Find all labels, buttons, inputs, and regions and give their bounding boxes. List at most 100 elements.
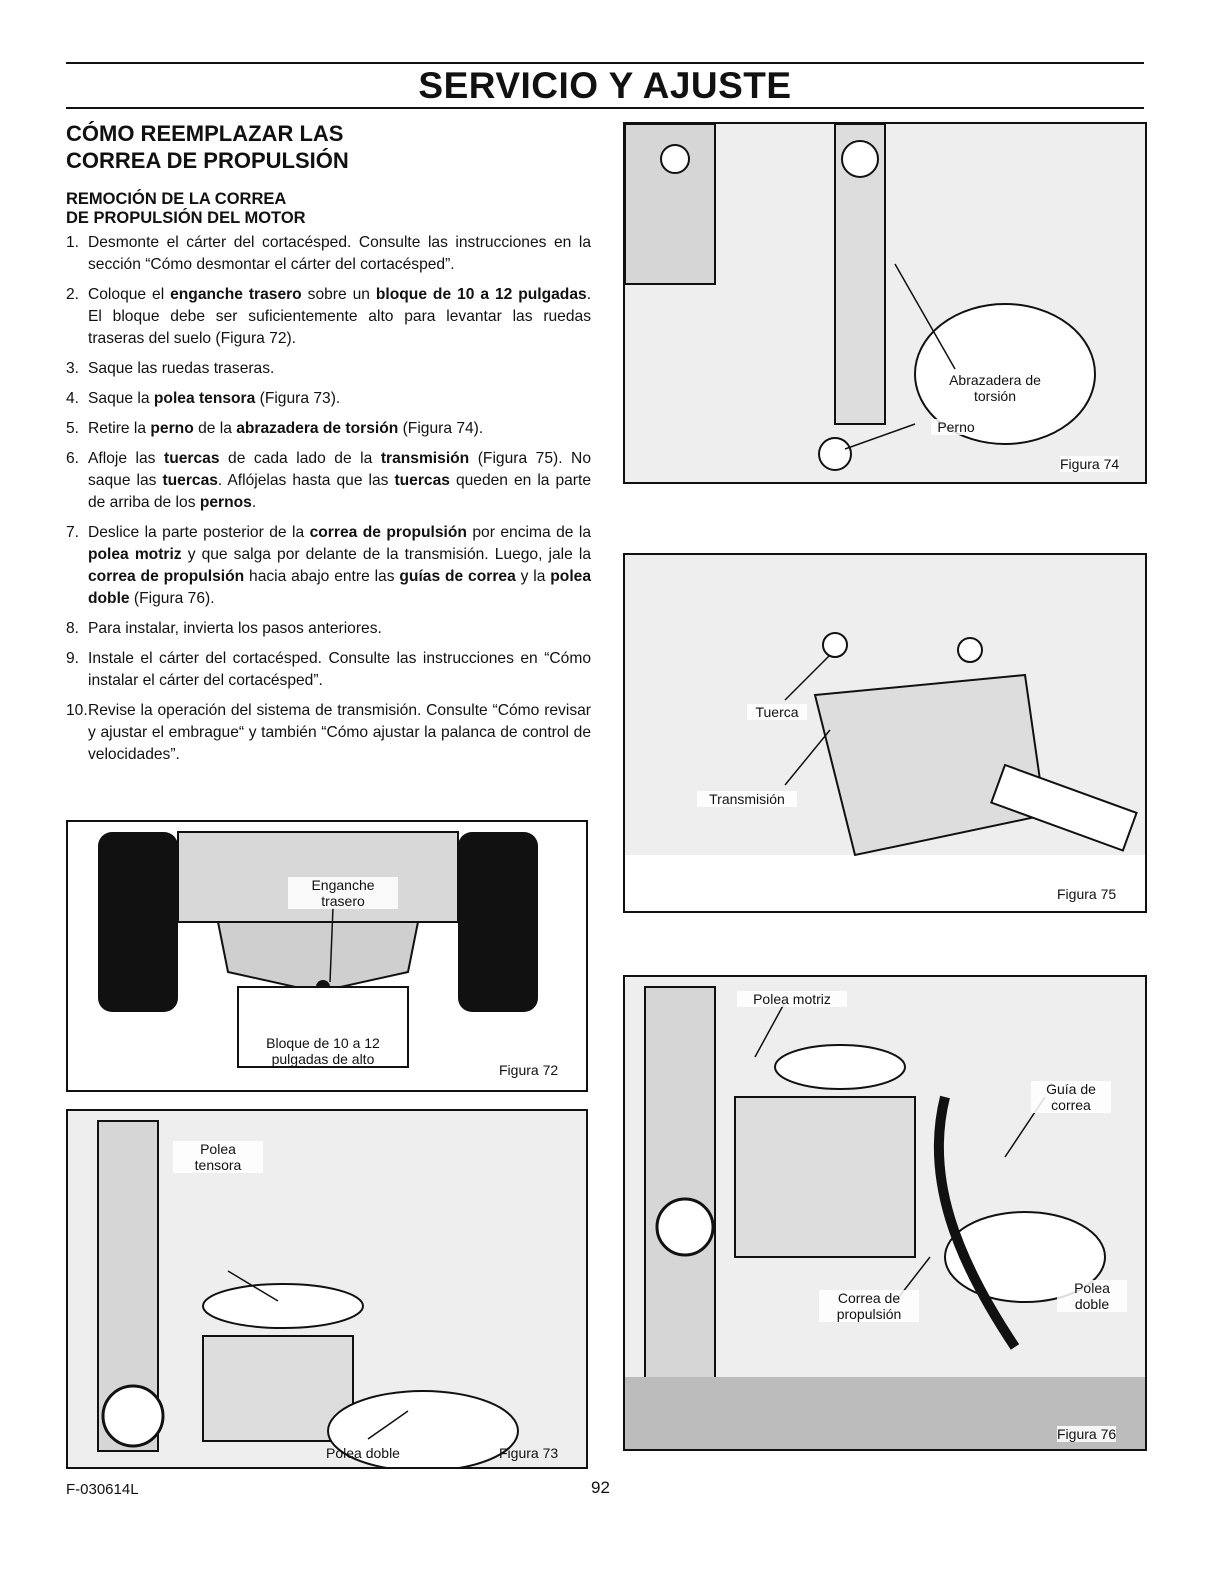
- step-text: sobre un: [301, 286, 376, 303]
- step-1: 1.Desmonte el cárter del cortacésped. Co…: [66, 232, 591, 276]
- double-leader: [367, 1410, 409, 1440]
- steps-list: 1.Desmonte el cárter del cortacésped. Co…: [66, 232, 591, 766]
- transmission-leader: [784, 729, 831, 786]
- step-emphasis: enganche trasero: [170, 286, 302, 303]
- step-number: 3.: [66, 360, 80, 377]
- top-rule: [66, 62, 1144, 64]
- bolt: [818, 437, 852, 471]
- label-block: Bloque de 10 a 12 pulgadas de alto: [266, 1035, 380, 1067]
- step-number: 9.: [66, 650, 80, 667]
- step-text: y la: [515, 568, 551, 585]
- drive-pulley: [774, 1044, 906, 1090]
- bolt-head: [655, 1197, 715, 1257]
- drive-belt: [933, 1095, 1020, 1350]
- step-emphasis: polea motriz: [88, 546, 182, 563]
- step-text: Para instalar, invierta los pasos anteri…: [88, 620, 382, 637]
- bolt-leader: [844, 423, 916, 450]
- step-number: 1.: [66, 234, 80, 251]
- step-10: 10.Revise la operación del sistema de tr…: [66, 700, 591, 766]
- label-bolt: Perno: [931, 419, 981, 435]
- step-3: 3. Saque las ruedas traseras.: [66, 358, 591, 380]
- step-text: Instale el cárter del cortacésped. Consu…: [88, 650, 591, 689]
- step-emphasis: tuercas: [162, 472, 218, 489]
- label-belt-guide: Guía de correa: [1031, 1081, 1111, 1113]
- step-number: 4.: [66, 390, 80, 407]
- hitch-plate: [216, 921, 420, 994]
- step-7: 7.Deslice la parte posterior de la corre…: [66, 522, 591, 610]
- double-pulley: [327, 1390, 519, 1467]
- page-number: 92: [591, 1478, 610, 1497]
- label-double-pulley: Polea doble: [1057, 1280, 1127, 1312]
- instructions-column: CÓMO REEMPLAZAR LAS CORREA DE PROPULSIÓN…: [66, 120, 591, 774]
- label-drive-pulley: Polea motriz: [737, 991, 847, 1007]
- step-text: por encima de la: [466, 524, 591, 541]
- step-text: (Figura 73).: [255, 390, 341, 407]
- step-emphasis: polea tensora: [153, 390, 256, 407]
- left-tire: [98, 832, 178, 1012]
- nut-left: [822, 632, 848, 658]
- step-number: 5.: [66, 420, 80, 437]
- page-title: SERVICIO Y AJUSTE: [418, 65, 792, 106]
- label-idler-pulley: Polea tensora: [173, 1141, 263, 1173]
- figure-76: Polea motriz Guía de correa Correa de pr…: [623, 975, 1147, 1451]
- step-text: Deslice la parte posterior de la: [88, 524, 310, 541]
- figure-74: Abrazadera de torsión Perno Figura 74: [623, 122, 1147, 484]
- step-number: 10.: [66, 702, 88, 719]
- figure-76-illustration: [625, 977, 1145, 1449]
- step-text: (Figura 76).: [129, 590, 215, 607]
- frame-bolt-left: [660, 144, 690, 174]
- step-text: hacia abajo entre las: [244, 568, 400, 585]
- step-text: Saque las ruedas traseras.: [88, 360, 275, 377]
- figure-73: Polea tensora Polea doble Figura 73: [66, 1109, 588, 1469]
- step-emphasis: correa de propulsión: [309, 524, 467, 541]
- step-number: 2.: [66, 286, 80, 303]
- step-text: Afloje las: [88, 450, 165, 467]
- label-torsion-clamp: Abrazadera de torsión: [935, 372, 1055, 404]
- step-emphasis: polea doble: [88, 568, 592, 607]
- bolt-head: [101, 1384, 165, 1448]
- step-emphasis: guías de correa: [399, 568, 516, 585]
- step-emphasis: perno: [150, 420, 194, 437]
- step-emphasis: correa de propulsión: [88, 568, 245, 585]
- section-subtitle: REMOCIÓN DE LA CORREA DE PROPULSIÓN DEL …: [66, 190, 306, 227]
- transmission-housing: [202, 1335, 354, 1442]
- step-emphasis: tuercas: [164, 450, 220, 467]
- clamp-leader: [894, 263, 956, 370]
- step-number: 6.: [66, 450, 80, 467]
- step-8: 8.Para instalar, invierta los pasos ante…: [66, 618, 591, 640]
- step-emphasis: pernos: [199, 494, 252, 511]
- torsion-bracket: [834, 124, 886, 425]
- step-emphasis: tuercas: [394, 472, 450, 489]
- label-hitch: Enganche trasero: [288, 877, 398, 909]
- wood-block: [237, 986, 409, 1068]
- double-pulley: [944, 1211, 1106, 1303]
- step-emphasis: bloque de 10 a 12 pulgadas: [375, 286, 587, 303]
- figure-73-illustration: [68, 1111, 586, 1467]
- label-double-pulley: Polea doble: [326, 1445, 400, 1461]
- step-text: de la: [193, 420, 237, 437]
- step-text: Saque la: [88, 390, 154, 407]
- step-text: Coloque el: [88, 286, 171, 303]
- figure-72-caption: Figura 72: [499, 1062, 559, 1078]
- step-4: 4. Saque la polea tensora (Figura 73).: [66, 388, 591, 410]
- step-text: queden en la parte de arriba de los: [88, 472, 592, 511]
- step-text: . El bloque debe ser suficientemente alt…: [88, 286, 592, 347]
- document-code: F-030614L: [66, 1481, 139, 1498]
- frame-bolt-top: [841, 140, 879, 178]
- step-text: (Figura 74).: [398, 420, 484, 437]
- drive-leader: [754, 1001, 786, 1058]
- label-transmission: Transmisión: [697, 791, 797, 807]
- label-drive-belt: Correa de propulsión: [819, 1290, 919, 1322]
- figure-74-illustration: [625, 124, 1145, 482]
- step-text: Revise la operación del sistema de trans…: [88, 702, 591, 763]
- label-nut: Tuerca: [747, 704, 807, 720]
- step-emphasis: abrazadera de torsión: [236, 420, 399, 437]
- step-emphasis: transmisión: [380, 450, 470, 467]
- step-6: 6.Afloje las tuercas de cada lado de la …: [66, 448, 591, 514]
- figure-76-caption: Figura 76: [1057, 1426, 1117, 1442]
- hitch-leader: [329, 906, 334, 983]
- step-5: 5. Retire la perno de la abrazadera de to…: [66, 418, 591, 440]
- step-text: Retire la: [88, 420, 151, 437]
- figure-72: Enganche trasero Bloque de 10 a 12 pulga…: [66, 820, 588, 1092]
- step-text: y que salga por delante de la transmisió…: [181, 546, 591, 563]
